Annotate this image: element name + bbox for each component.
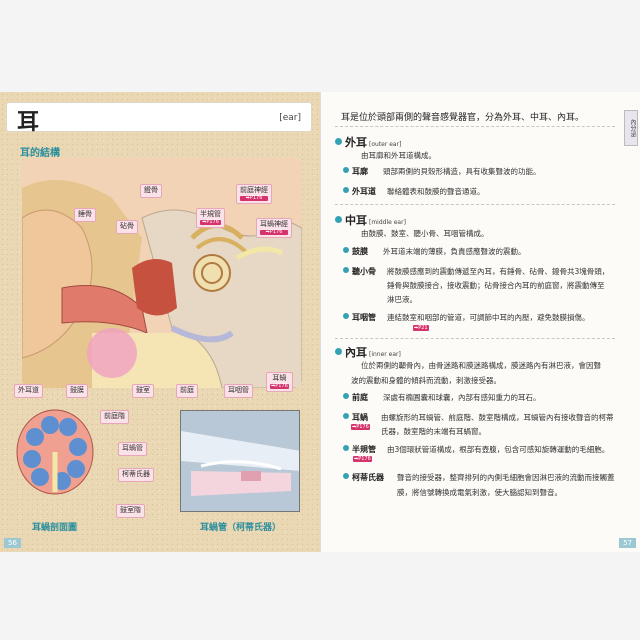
section-label: 耳的結構 [20,148,60,159]
term-semicircular: 半規管 [343,444,376,455]
right-page: 耳是位於頭部兩側的聲音感覺器官，分為外耳、中耳、內耳。 內分泌 外耳[outer… [320,92,640,552]
ref-p21[interactable]: ➡P21 [413,325,429,331]
eardrum-desc: 外耳道末端的薄膜，負責感應聲波的震動。 [383,247,526,256]
bullet-icon [343,413,349,419]
term-cochlea: 耳蝸 [343,412,368,423]
callout-vestibular-nerve: 前庭神經➡P176 [236,184,272,205]
callout-vestibule: 前庭 [176,384,198,398]
corti-desc-2: 膜，將信號轉換成電氣刺激，使大腦認知到聲音。 [397,488,562,497]
callout-tympanic-cavity: 鼓室 [132,384,154,398]
heading-outer-ear: 外耳[outer ear] [335,134,401,150]
semicircular-desc: 由3個環狀管道構成，根部有壺腹，包含可感知旋轉運動的毛細胞。 [387,445,610,454]
inner-desc-2: 波的震動和身體的傾斜而流動，刺激接受器。 [351,376,501,385]
callout-semicircular: 半規管➡P176 [196,208,225,229]
callout-eardrum: 鼓膜 [66,384,88,398]
divider [335,338,615,339]
term-organ-of-corti: 柯蒂氏器 [343,472,384,483]
ossicles-desc-2: 錘骨與鼓膜接合，接收震動；砧骨接合內耳的前庭窗，將震動傳至 [387,281,605,290]
callout-stapes: 鐙骨 [140,184,162,198]
sub-callout-scala-tympani: 鼓室階 [116,504,145,518]
bullet-icon [343,313,349,319]
sub-callout-organ-of-corti: 柯蒂氏器 [118,468,154,482]
bullet-icon [343,473,349,479]
callout-incus: 砧骨 [116,220,138,234]
term-eustachian: 耳咽管 [343,312,376,323]
corti-desc-1: 聲音的接受器，整齊排列的內側毛細胞會因淋巴液的流動而接觸蓋 [397,473,615,482]
divider [335,204,615,205]
heading-inner-ear: 內耳[inner ear] [335,344,401,360]
term-vestibule: 前庭 [343,392,368,403]
callout-ear-canal: 外耳道 [14,384,43,398]
callout-cochlea: 耳蝸➡P176 [266,372,293,393]
term-auricle: 耳廓 [343,166,368,177]
eustachian-desc: 連結鼓室和咽部的管道，可調節中耳的內壓，避免鼓膜損傷。 [387,313,590,322]
bullet-icon [343,445,349,451]
bullet-icon [335,138,342,145]
bullet-icon [343,247,349,253]
bullet-icon [335,348,342,355]
cochlea-desc-2: 氏器，鼓室階的末端有耳蝸窗。 [381,427,486,436]
cochlea-illustration [16,409,94,495]
ear-canal-desc: 聯絡體表和鼓膜的聲音通道。 [387,187,485,196]
ossicles-desc-3: 淋巴液。 [387,295,417,304]
middle-desc: 由鼓膜、鼓室、聽小骨、耳咽管構成。 [361,229,489,238]
caption-cochlea-section: 耳蝸剖面圖 [32,523,78,533]
cochlea-cross-section [10,397,120,507]
auricle-desc: 頭部兩側的貝殼形構造，具有收集聲波的功能。 [383,167,541,176]
ref-p176-cochlea[interactable]: ➡P176 [351,424,370,430]
term-ossicles: 聽小骨 [343,266,376,277]
page-title-en: [ear] [279,113,301,123]
term-ear-canal: 外耳道 [343,186,376,197]
term-eardrum: 鼓膜 [343,246,368,257]
chapter-tab[interactable]: 內分泌 [624,110,638,146]
left-page: 耳 [ear] 耳的結構 錘骨 鐙骨 [0,92,320,552]
bullet-icon [343,167,349,173]
title-bar: 耳 [ear] [6,102,312,135]
vestibule-desc: 深處有橢圓囊和球囊，內部有感知重力的耳石。 [383,393,541,402]
bullet-icon [343,267,349,273]
page-number-right: 57 [619,538,636,548]
divider [335,126,615,127]
callout-hammer: 錘骨 [74,208,96,222]
page-title: 耳 [17,110,40,135]
inner-desc-1: 位於兩側的顳骨內，由骨迷路和膜迷路構成，膜迷路內有淋巴液，會因聲 [361,361,601,370]
callout-cochlear-nerve: 耳蝸神經➡P176 [256,218,292,239]
callout-eustachian: 耳咽管 [224,384,253,398]
cochlea-desc-1: 由螺旋形的耳蝸管、前庭階、鼓室階構成，耳蝸管內有接收聲音的柯蒂 [381,413,614,422]
book-spread: 耳 [ear] 耳的結構 錘骨 鐙骨 [0,92,640,552]
ossicles-desc-1: 將鼓膜感應到的震動傳遞至內耳，有錘骨、砧骨、鐙骨共3塊骨頭， [387,267,610,276]
bullet-icon [343,187,349,193]
page-number-left: 56 [4,538,21,548]
heading-middle-ear: 中耳[middle ear] [335,212,406,228]
bullet-icon [335,216,342,223]
sub-callout-scala-vestibuli: 前庭階 [100,410,129,424]
organ-of-corti-illustration [180,410,300,512]
caption-organ-of-corti: 耳蝸管（柯蒂氏器） [200,523,282,533]
bullet-icon [343,393,349,399]
ref-p176-semi[interactable]: ➡P176 [353,456,372,462]
sub-callout-cochlear-duct: 耳蝸管 [118,442,147,456]
intro-text: 耳是位於頭部兩側的聲音感覺器官，分為外耳、中耳、內耳。 [341,113,585,123]
outer-desc: 由耳廓和外耳道構成。 [361,151,436,160]
